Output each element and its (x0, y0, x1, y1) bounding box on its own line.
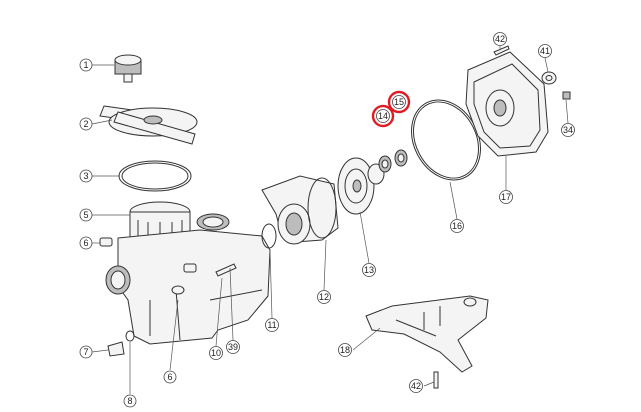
part-lid-o-ring (118, 160, 192, 192)
svg-text:6: 6 (83, 238, 88, 248)
svg-text:39: 39 (228, 342, 238, 352)
svg-text:10: 10 (211, 348, 221, 358)
part-seal-plate (465, 51, 549, 157)
callout-16: 16 (450, 219, 464, 233)
callout-11: 11 (265, 318, 279, 332)
part-motor-base (365, 295, 489, 373)
part-nut (562, 91, 571, 100)
callout-15: 15 (387, 90, 411, 114)
svg-text:42: 42 (495, 34, 505, 44)
svg-text:13: 13 (364, 265, 374, 275)
svg-text:15: 15 (394, 97, 404, 107)
leader-lines (91, 46, 569, 394)
svg-text:11: 11 (267, 320, 276, 330)
callout-34: 34 (561, 123, 575, 137)
part-washer (125, 330, 135, 342)
callout-6-lower: 6 (163, 370, 177, 384)
svg-text:14: 14 (378, 111, 388, 121)
svg-text:2: 2 (83, 119, 88, 129)
svg-text:17: 17 (501, 192, 511, 202)
part-impeller (337, 157, 385, 215)
svg-text:16: 16 (452, 221, 462, 231)
callout-12: 12 (317, 290, 331, 304)
callout-1: 1 (79, 58, 93, 72)
part-washer-41 (541, 71, 557, 85)
svg-text:6: 6 (167, 372, 172, 382)
svg-text:5: 5 (83, 210, 88, 220)
svg-text:41: 41 (540, 46, 550, 56)
part-diffuser (261, 175, 339, 245)
callout-3: 3 (79, 169, 93, 183)
callout-42-bottom: 42 (409, 379, 423, 393)
callouts: 1 2 3 5 6 6 7 8 10 39 11 12 13 14 15 16 … (79, 32, 575, 408)
callout-18: 18 (338, 343, 352, 357)
callout-8: 8 (123, 394, 137, 408)
part-bolt-42 (433, 45, 510, 389)
callout-42-top: 42 (493, 32, 507, 46)
callout-17: 17 (499, 190, 513, 204)
callout-10: 10 (209, 346, 223, 360)
svg-text:7: 7 (83, 347, 88, 357)
part-diffuser-o-ring (261, 223, 277, 249)
svg-text:18: 18 (340, 345, 350, 355)
svg-text:42: 42 (411, 381, 421, 391)
part-drain-plug (99, 237, 197, 273)
callout-7: 7 (79, 345, 93, 359)
part-seal-stationary (394, 149, 408, 167)
svg-text:1: 1 (83, 60, 88, 70)
callout-5: 5 (79, 208, 93, 222)
callout-13: 13 (362, 263, 376, 277)
svg-text:3: 3 (83, 171, 88, 181)
callout-14: 14 (371, 104, 395, 128)
svg-text:12: 12 (319, 292, 329, 302)
callout-39: 39 (226, 340, 240, 354)
callout-6-upper: 6 (79, 236, 93, 250)
part-knob (114, 54, 142, 83)
part-plug (107, 341, 125, 357)
svg-text:8: 8 (127, 396, 132, 406)
callout-2: 2 (79, 117, 93, 131)
callout-41: 41 (538, 44, 552, 58)
part-lid-clamp (99, 105, 198, 145)
part-bolt (215, 263, 237, 277)
part-seal-rotating (378, 155, 392, 173)
svg-text:34: 34 (563, 125, 573, 135)
